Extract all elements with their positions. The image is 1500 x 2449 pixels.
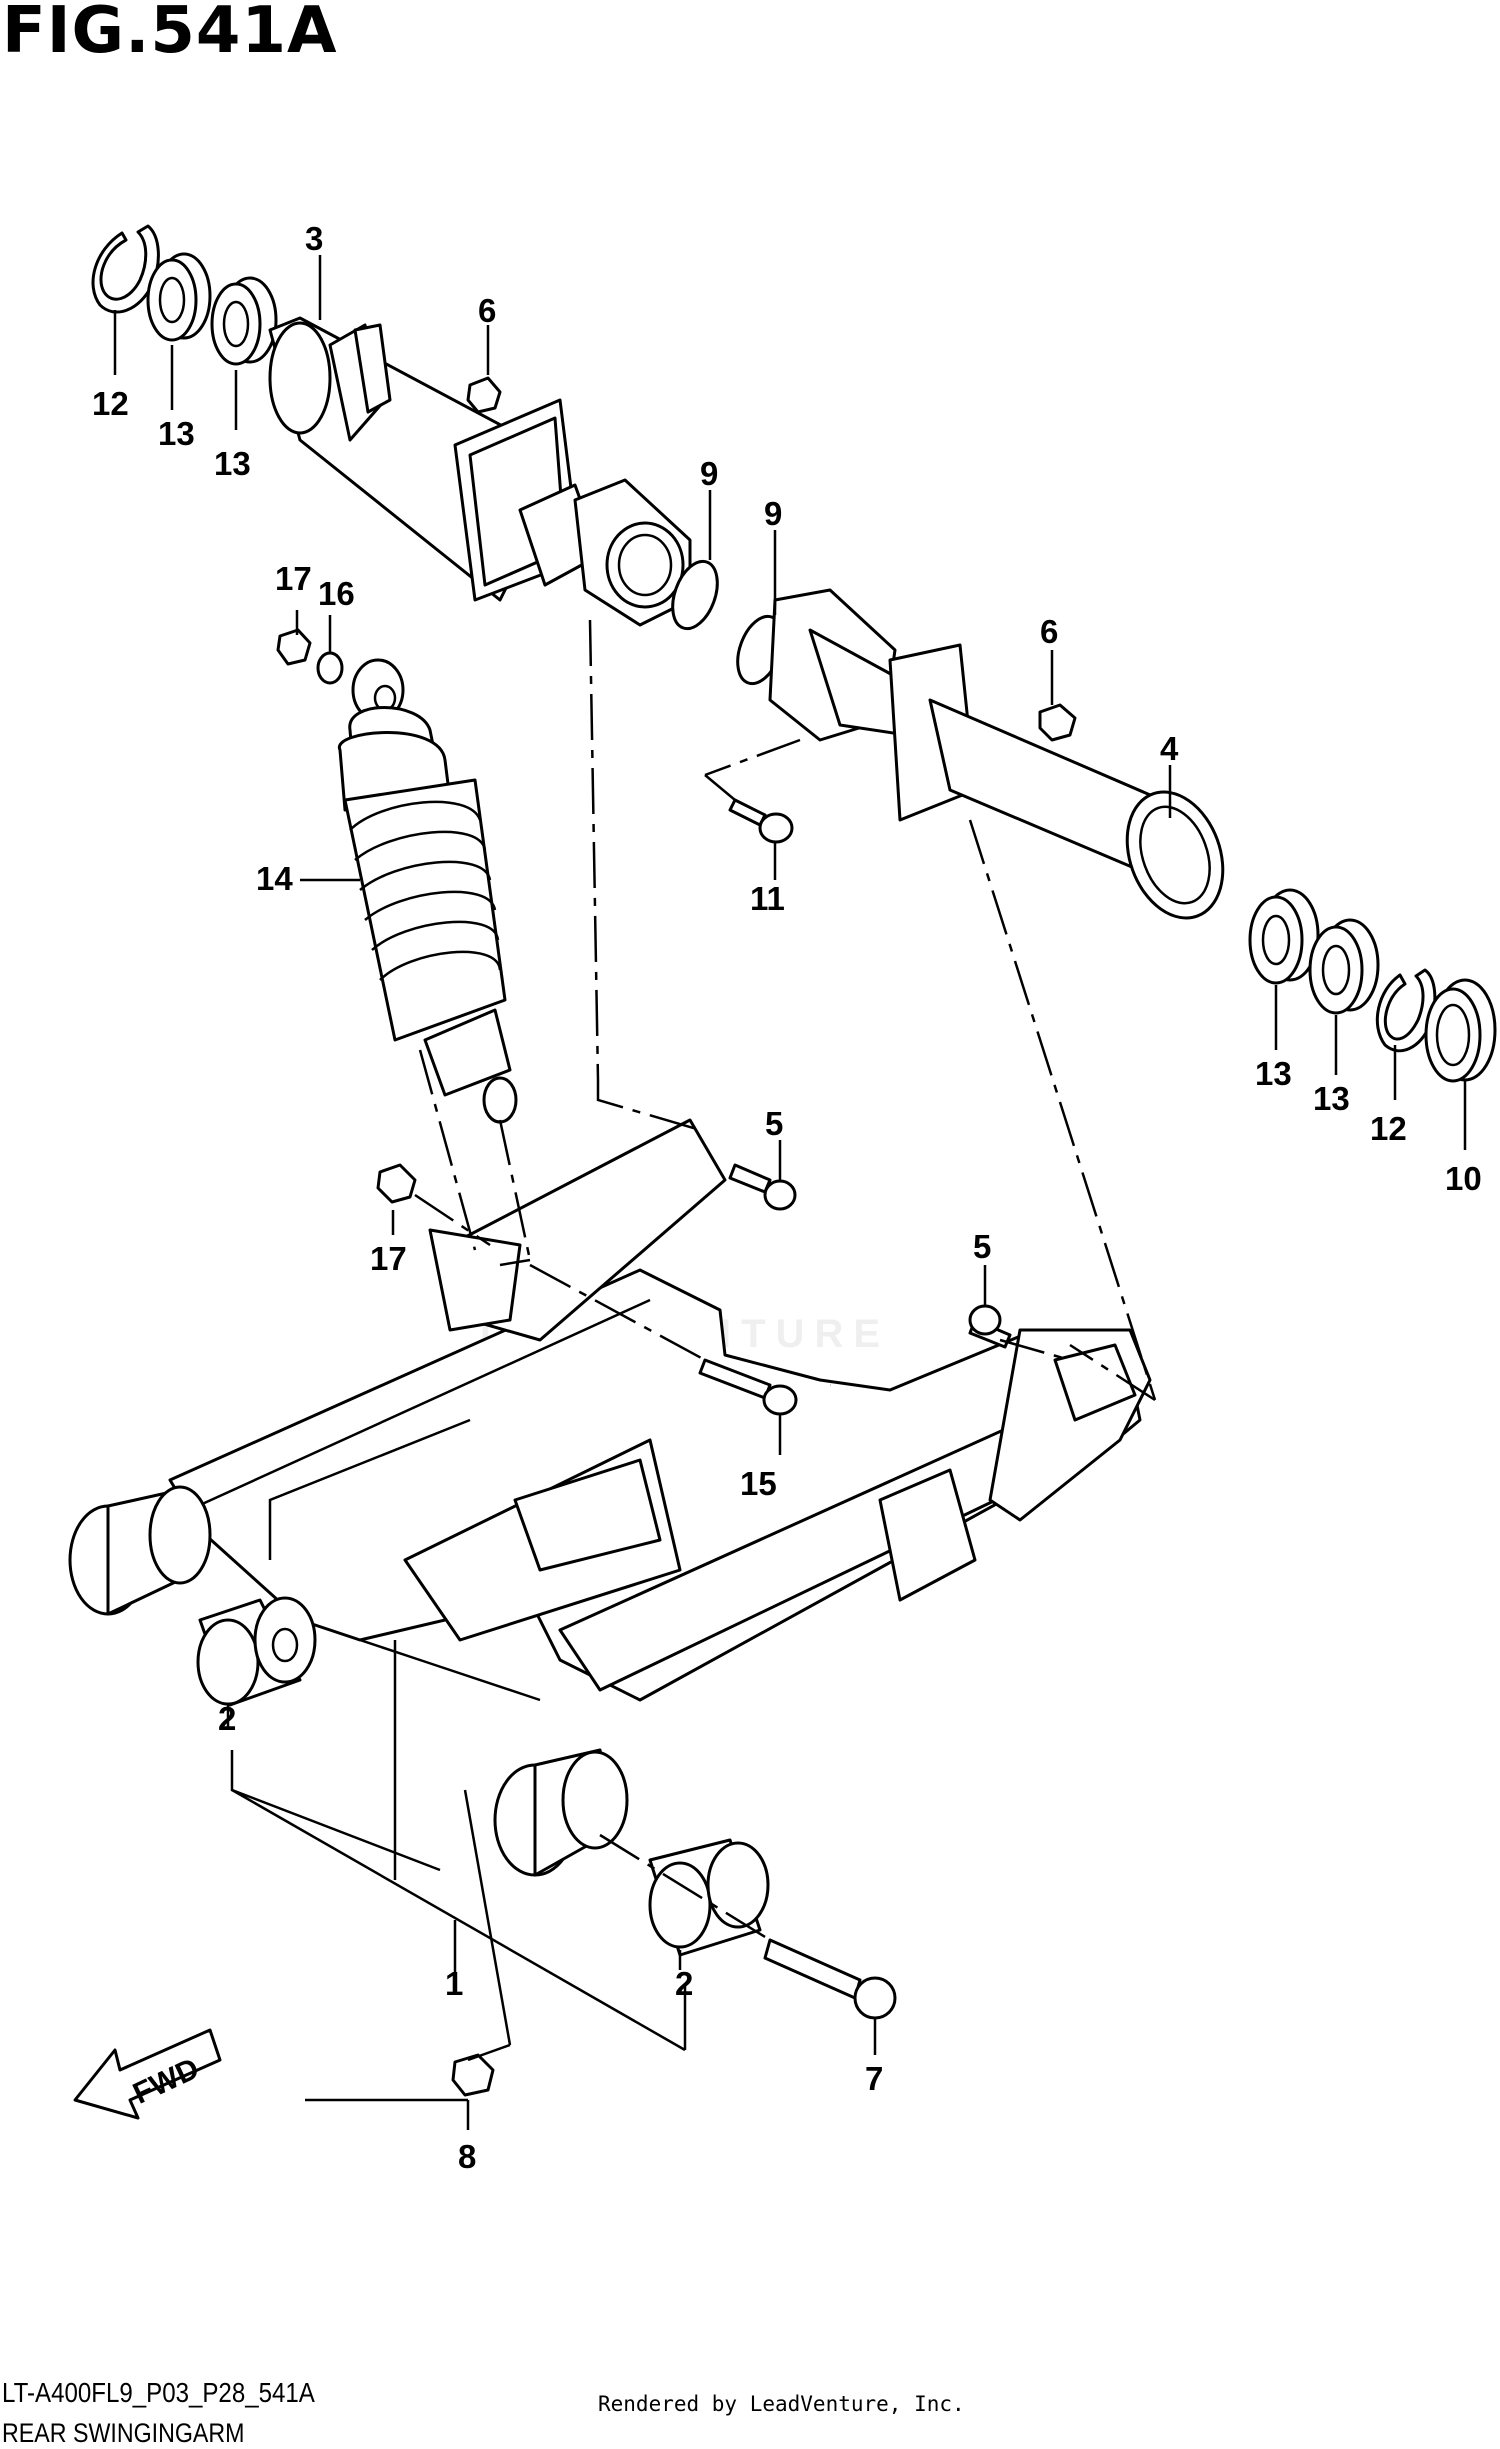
model-code: LT-A400FL9_P03_P28_541A (2, 2377, 315, 2408)
bearing-right-2[interactable] (1308, 918, 1380, 1015)
callout-1: 1 (445, 1965, 463, 2002)
snap-ring-right[interactable] (1375, 968, 1437, 1053)
bushing-left-front[interactable] (68, 1485, 212, 1616)
callout-17-upper: 17 (275, 560, 312, 597)
callout-13-left-1: 13 (158, 415, 195, 452)
swingarm-1[interactable] (168, 1118, 1152, 1702)
bushing-right-front[interactable] (493, 1748, 629, 1877)
callout-13-left-2: 13 (214, 445, 251, 482)
washer-16[interactable] (316, 651, 344, 685)
callout-2-right: 2 (675, 1965, 693, 2002)
nut-17-upper[interactable] (276, 628, 312, 666)
bolt-5-left[interactable] (728, 1163, 797, 1211)
bearing-left-inner[interactable] (210, 276, 278, 366)
callout-8: 8 (458, 2138, 476, 2175)
callout-13-right-2: 13 (1313, 1080, 1350, 1117)
leader-lines (113, 255, 1467, 2130)
nut-8[interactable] (451, 2053, 495, 2097)
rendered-by: Rendered by LeadVenture, Inc. (598, 2392, 965, 2416)
callout-14: 14 (256, 860, 293, 897)
callout-7: 7 (865, 2060, 883, 2097)
figure-title: FIG.541A (2, 0, 338, 68)
shock-absorber-14[interactable] (338, 658, 518, 1124)
callout-6-right: 6 (1040, 613, 1058, 650)
callout-2-left: 2 (218, 1700, 236, 1737)
nut-6-upper[interactable] (466, 376, 502, 414)
callout-16: 16 (318, 575, 355, 612)
o-ring-9-upper[interactable] (664, 555, 726, 634)
dust-seal-10[interactable] (1424, 978, 1497, 1083)
callout-10: 10 (1445, 1160, 1482, 1197)
callout-15: 15 (740, 1465, 777, 1502)
snap-ring-left[interactable] (91, 224, 160, 314)
dash-lines (414, 619, 1157, 1942)
callout-12-left: 12 (92, 385, 129, 422)
fwd-arrow-icon: FWD (73, 2028, 222, 2120)
nut-6-right[interactable] (1038, 703, 1077, 742)
callout-9-upper: 9 (700, 455, 718, 492)
callout-6-upper: 6 (478, 292, 496, 329)
bearing-left-outer[interactable] (146, 252, 212, 342)
bolt-15[interactable] (698, 1358, 798, 1416)
callout-3: 3 (305, 220, 323, 257)
callout-17-lower: 17 (370, 1240, 407, 1277)
bolt-11[interactable] (728, 798, 794, 844)
callout-labels: 3 6 12 13 13 9 9 6 4 17 16 14 11 13 13 1… (92, 220, 1482, 2175)
callout-13-right-1: 13 (1255, 1055, 1292, 1092)
callout-5-right: 5 (973, 1228, 991, 1265)
callout-11: 11 (750, 880, 785, 917)
callout-5-left: 5 (765, 1105, 783, 1142)
pivot-housing-right[interactable] (729, 588, 1239, 931)
bushing-2-right[interactable] (648, 1838, 770, 1957)
bolt-7[interactable] (763, 1938, 897, 2020)
section-name: REAR SWINGINGARM (2, 2418, 245, 2448)
bushing-2-left[interactable] (196, 1596, 317, 1707)
nut-17-lower[interactable] (376, 1163, 417, 1204)
callout-4: 4 (1160, 730, 1179, 767)
callout-9-lower: 9 (764, 495, 782, 532)
pivot-housing-left[interactable] (268, 316, 692, 627)
callout-12-right: 12 (1370, 1110, 1407, 1147)
bearing-right-1[interactable] (1248, 888, 1320, 985)
